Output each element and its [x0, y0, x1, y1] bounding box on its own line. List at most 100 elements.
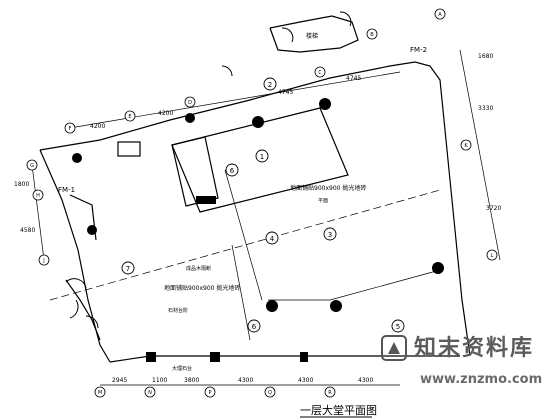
bottom-dim-5: 4300: [298, 377, 313, 384]
grid-bubble: [64, 122, 76, 134]
top-dim-2: 4200: [158, 110, 173, 117]
outer-wall-east: [414, 61, 471, 357]
tag-2: 2: [268, 81, 272, 89]
grid-mark: Q: [268, 390, 272, 396]
entrance-glazing: [65, 279, 101, 341]
grid-bubble: [460, 139, 472, 151]
column-box: [117, 141, 141, 157]
column-dot: [432, 262, 444, 274]
grid-bubble: [32, 189, 44, 201]
watermark-url: www.znzmo.com: [420, 372, 543, 387]
tag-6b: 6: [252, 323, 257, 331]
grid-bubble: [434, 8, 446, 20]
stair-block-wall: [269, 15, 359, 53]
grid-bubble: [314, 66, 326, 78]
top-dim-1: 4200: [90, 123, 105, 130]
grid-mark: M: [98, 390, 102, 396]
grid-mark: R: [328, 390, 332, 396]
door-label-fm2: FM-2: [410, 46, 427, 54]
grid-axis-1: [49, 189, 441, 301]
wall-pier: [196, 196, 216, 204]
annotation-leader: [268, 269, 441, 301]
tag-6a: 6: [230, 167, 235, 175]
tag-4: 4: [270, 235, 275, 243]
tag-circle: [255, 149, 269, 163]
note-floor-lower: 地面铺贴900x900 抛光地砖: [164, 284, 240, 292]
grid-mark: B: [370, 32, 374, 38]
tag-circle: [323, 227, 337, 241]
elevator-core: [171, 136, 219, 207]
note-partition: 成品木隔断: [186, 265, 211, 272]
door-swing-west-2: [69, 299, 79, 319]
tag-circle: [263, 77, 277, 91]
column-dot: [252, 116, 264, 128]
tag-1: 1: [260, 153, 264, 161]
column-dot: [330, 300, 342, 312]
column-dot: [72, 153, 82, 163]
grid-bubble: [26, 159, 38, 171]
right-dim-3: 3720: [486, 205, 501, 212]
wall-pier: [300, 352, 308, 362]
door-swing-top-2: [339, 11, 352, 27]
note-marble: 大理石台: [172, 365, 192, 372]
watermark-brand: 知末资料库: [414, 336, 535, 361]
bottom-dim-1: 2945: [112, 377, 127, 384]
grid-bubble: [94, 386, 106, 398]
note-floor-upper: 地面铺贴900x900 抛光地砖: [290, 184, 366, 192]
grid-mark: E: [128, 114, 131, 120]
grid-bubble: [324, 386, 336, 398]
grid-bubble: [366, 28, 378, 40]
grid-bubble: [486, 249, 498, 261]
bottom-dim-4: 4300: [238, 377, 253, 384]
door-swing-top-1: [281, 27, 294, 43]
bottom-dim-3: 3800: [184, 377, 199, 384]
lobby-counter: [171, 107, 349, 213]
outer-wall-north: [39, 61, 416, 151]
tag-7: 7: [126, 265, 130, 273]
tag-circle: [121, 261, 135, 275]
grid-bubble: [264, 386, 276, 398]
grid-axis-3: [231, 244, 251, 341]
wall-pier: [146, 352, 156, 362]
grid-mark: G: [30, 163, 34, 169]
right-dimension-line: [459, 49, 501, 261]
grid-bubble: [204, 386, 216, 398]
door-swing-small: [221, 65, 233, 77]
note-sub-upper: 平面: [318, 198, 328, 204]
brand-logo-icon: [381, 335, 407, 361]
left-dimension-line: [31, 164, 45, 261]
tag-circle: [265, 231, 279, 245]
grid-mark: D: [188, 100, 192, 106]
tag-circle: [391, 319, 405, 333]
note-sub-lower: 石材台阶: [168, 307, 188, 314]
grid-bubble: [38, 254, 50, 266]
column-dot: [87, 225, 97, 235]
door-label-fm1: FM-1: [58, 186, 75, 194]
grid-mark: F: [69, 126, 72, 132]
tag-3: 3: [328, 231, 332, 239]
grid-mark: P: [208, 390, 211, 396]
top-dimension-line: [69, 71, 401, 129]
grid-bubble: [184, 96, 196, 108]
door-swing-west-3: [85, 315, 99, 329]
room-label-stair: 楼梯: [306, 32, 318, 40]
outer-wall-west: [39, 149, 111, 363]
right-dim-1: 1680: [478, 53, 493, 60]
left-dim-1: 1800: [14, 181, 29, 188]
right-dim-2: 3330: [478, 105, 493, 112]
grid-mark: J: [42, 258, 44, 264]
top-dim-3: 4745: [278, 89, 293, 96]
bottom-dim-2: 1100: [152, 377, 167, 384]
wall-pier: [210, 352, 220, 362]
column-dot: [319, 98, 331, 110]
grid-mark: L: [491, 253, 494, 259]
grid-mark: A: [438, 12, 442, 18]
tag-circle: [247, 319, 261, 333]
tag-5: 5: [396, 323, 400, 331]
top-dim-4: 4745: [346, 75, 361, 82]
grid-mark: N: [148, 390, 152, 396]
door-swing-west-1: [65, 278, 87, 289]
grid-mark: C: [318, 70, 322, 76]
tag-circle: [225, 163, 239, 177]
